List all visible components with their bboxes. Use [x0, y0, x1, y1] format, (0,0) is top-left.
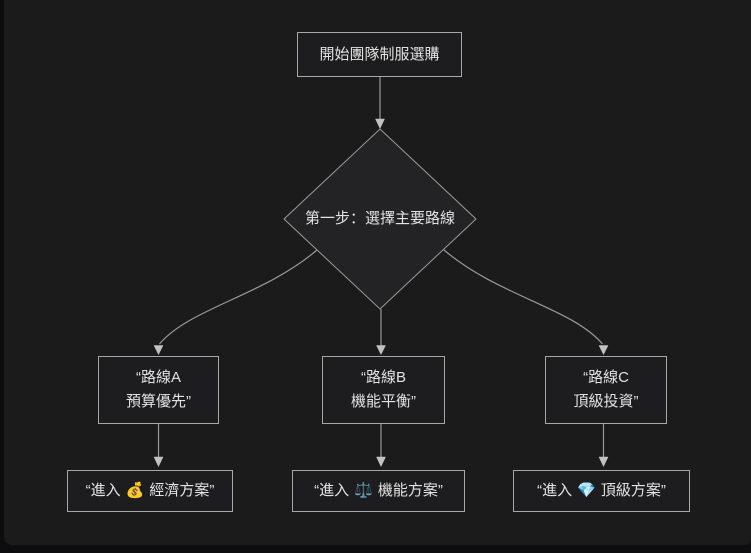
arrowhead-plan-b [376, 456, 386, 468]
node-decision: 第一步：選擇主要路線 [284, 195, 476, 243]
gem-icon: 💎 [577, 482, 596, 499]
node-plan-economy: “進入 💰 經濟方案” [67, 470, 233, 512]
route-a-line2: 預算優先” [126, 393, 191, 410]
node-start: 開始團隊制服選購 [297, 32, 462, 77]
arrowhead-route-c [598, 345, 609, 356]
plan-c-prefix: “進入 [537, 482, 573, 499]
arrowhead-route-a [153, 345, 164, 356]
route-c-line1: “路線C [583, 369, 629, 386]
balance-scale-icon: ⚖️ [354, 482, 373, 499]
arrowhead-plan-a [153, 456, 164, 468]
edge-decision-to-route-c [443, 249, 603, 345]
arrowhead-plan-c [598, 456, 609, 468]
node-start-label: 開始團隊制服選購 [319, 45, 440, 63]
plan-c-suffix: 頂級方案” [600, 482, 666, 499]
arrowhead-decision [375, 118, 385, 130]
node-route-c: “路線C 頂級投資” [545, 356, 667, 424]
arrowhead-route-b [376, 345, 386, 356]
route-a-line1: “路線A [135, 369, 181, 386]
route-c-line2: 頂級投資” [573, 393, 639, 410]
plan-b-prefix: “進入 [314, 482, 350, 499]
plan-a-suffix: 經濟方案” [149, 482, 215, 499]
node-route-a: “路線A 預算優先” [98, 356, 219, 424]
node-plan-function: “進入 ⚖️ 機能方案” [292, 470, 465, 512]
route-b-line1: “路線B [360, 369, 406, 386]
node-route-b: “路線B 機能平衡” [322, 356, 445, 424]
plan-b-suffix: 機能方案” [377, 482, 443, 499]
node-plan-premium: “進入 💎 頂級方案” [513, 470, 690, 512]
money-bag-icon: 💰 [125, 482, 145, 499]
plan-a-prefix: “進入 [85, 482, 121, 499]
edge-decision-to-route-a [159, 249, 318, 345]
route-b-line2: 機能平衡” [351, 393, 416, 410]
diagram-canvas: 開始團隊制服選購 第一步：選擇主要路線 “路線A 預算優先” “路線B 機能平衡… [4, 0, 751, 545]
node-decision-label: 第一步：選擇主要路線 [304, 210, 455, 227]
